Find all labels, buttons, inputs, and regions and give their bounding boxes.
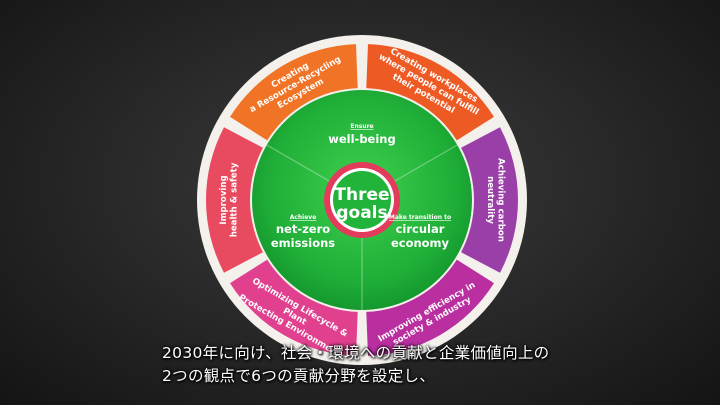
contribution-areas	[206, 44, 518, 356]
center-title-line2: goals	[336, 203, 387, 223]
subtitle-line-2: 2つの観点で6つの貢献分野を設定し、	[162, 367, 436, 385]
area-sector	[461, 127, 518, 273]
area-sector	[229, 259, 358, 356]
area-sector	[206, 127, 263, 273]
area-label-line: Achieving carbon	[495, 158, 505, 242]
goal-circular-label1: circular	[396, 222, 445, 236]
goal-circular-label2: economy	[391, 236, 450, 250]
area-sector	[366, 259, 495, 356]
goal-netzero-label2: emissions	[271, 236, 335, 250]
subtitle-line-1: 2030年に向け、社会・環境への貢献と企業価値向上の	[162, 344, 550, 362]
goal-divider	[394, 144, 458, 182]
center-core	[333, 171, 391, 229]
goal-netzero-label1: net-zero	[276, 222, 330, 236]
area-label-line: health & safety	[229, 162, 239, 237]
area-sector	[366, 44, 495, 141]
area-sector	[229, 44, 358, 141]
goal-dividers	[266, 144, 458, 310]
goal-wellbeing-small: Ensure	[350, 123, 373, 130]
goal-circular-small: Make transition to	[389, 214, 451, 221]
area-label-line: Improving	[219, 175, 229, 224]
goal-divider	[266, 144, 330, 182]
center-title-line1: Three	[334, 185, 389, 205]
area-label-line: neutrality	[485, 176, 495, 224]
goal-netzero-small: Achieve	[290, 214, 317, 221]
goal-wellbeing-label: well-being	[328, 132, 395, 146]
